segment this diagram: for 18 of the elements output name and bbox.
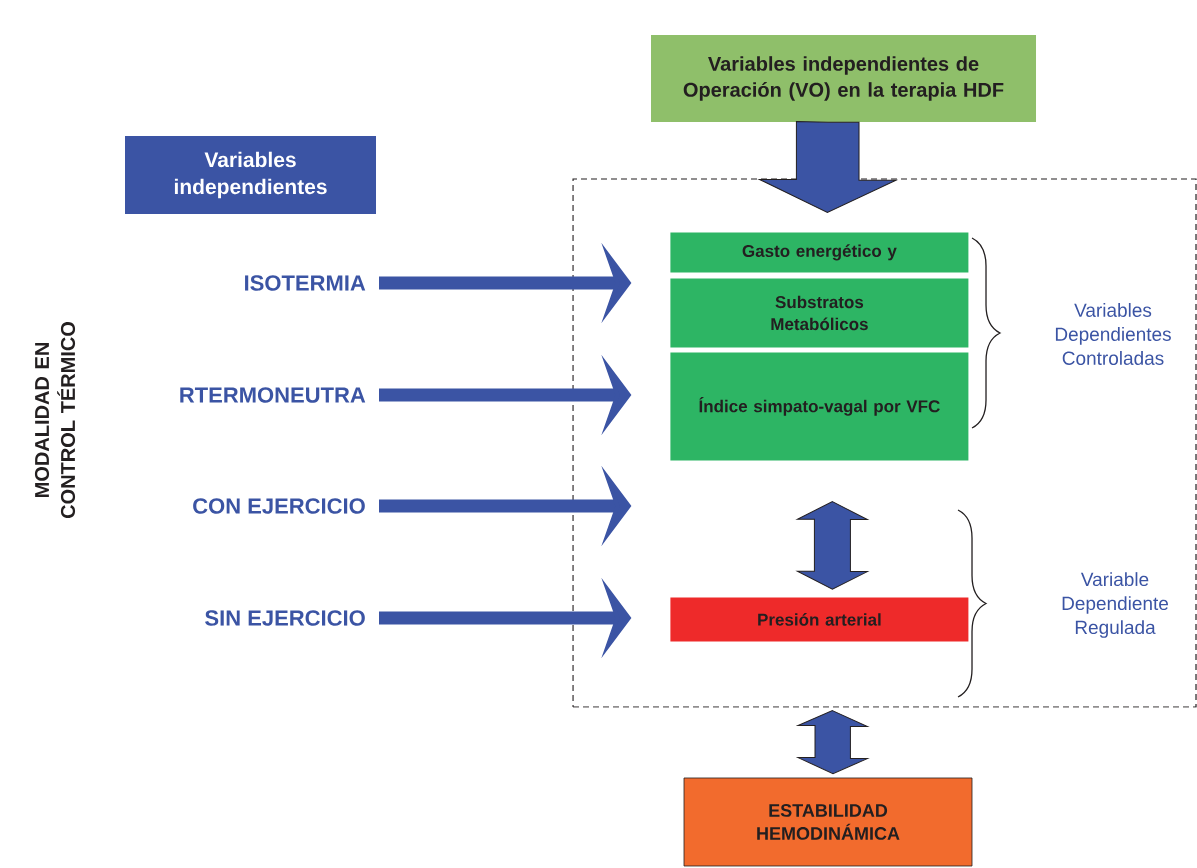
variable-box: Gasto energético y — [670, 232, 969, 273]
block-arrow — [758, 120, 897, 213]
category-label: CON EJERCICIO — [193, 498, 365, 514]
brace-label: Variables Dependientes Controladas — [1055, 303, 1171, 365]
variable-box: Substratos Metabólicos — [670, 278, 969, 348]
category-label: RTERMONEUTRA — [180, 387, 366, 403]
heading-box: Variables independientes — [125, 136, 376, 214]
brace-label: Variable Dependiente Regulada — [1062, 572, 1168, 638]
category-label: ISOTERMIA — [245, 275, 366, 291]
variable-box: Índice simpato-vagal por VFC — [670, 352, 969, 461]
result-box: ESTABILIDAD HEMODINÁMICA — [683, 777, 973, 867]
side-title: MODALIDAD EN CONTROL TÉRMICO — [34, 321, 76, 519]
variable-box: Presión arterial — [670, 597, 969, 642]
category-label: SIN EJERCICIO — [205, 610, 365, 626]
dashed-frame — [572, 178, 1197, 708]
block-arrow — [796, 501, 868, 590]
title-box: Variables independientes de Operación (VO) en la terapia HDF — [651, 35, 1036, 122]
block-arrow — [797, 710, 868, 775]
